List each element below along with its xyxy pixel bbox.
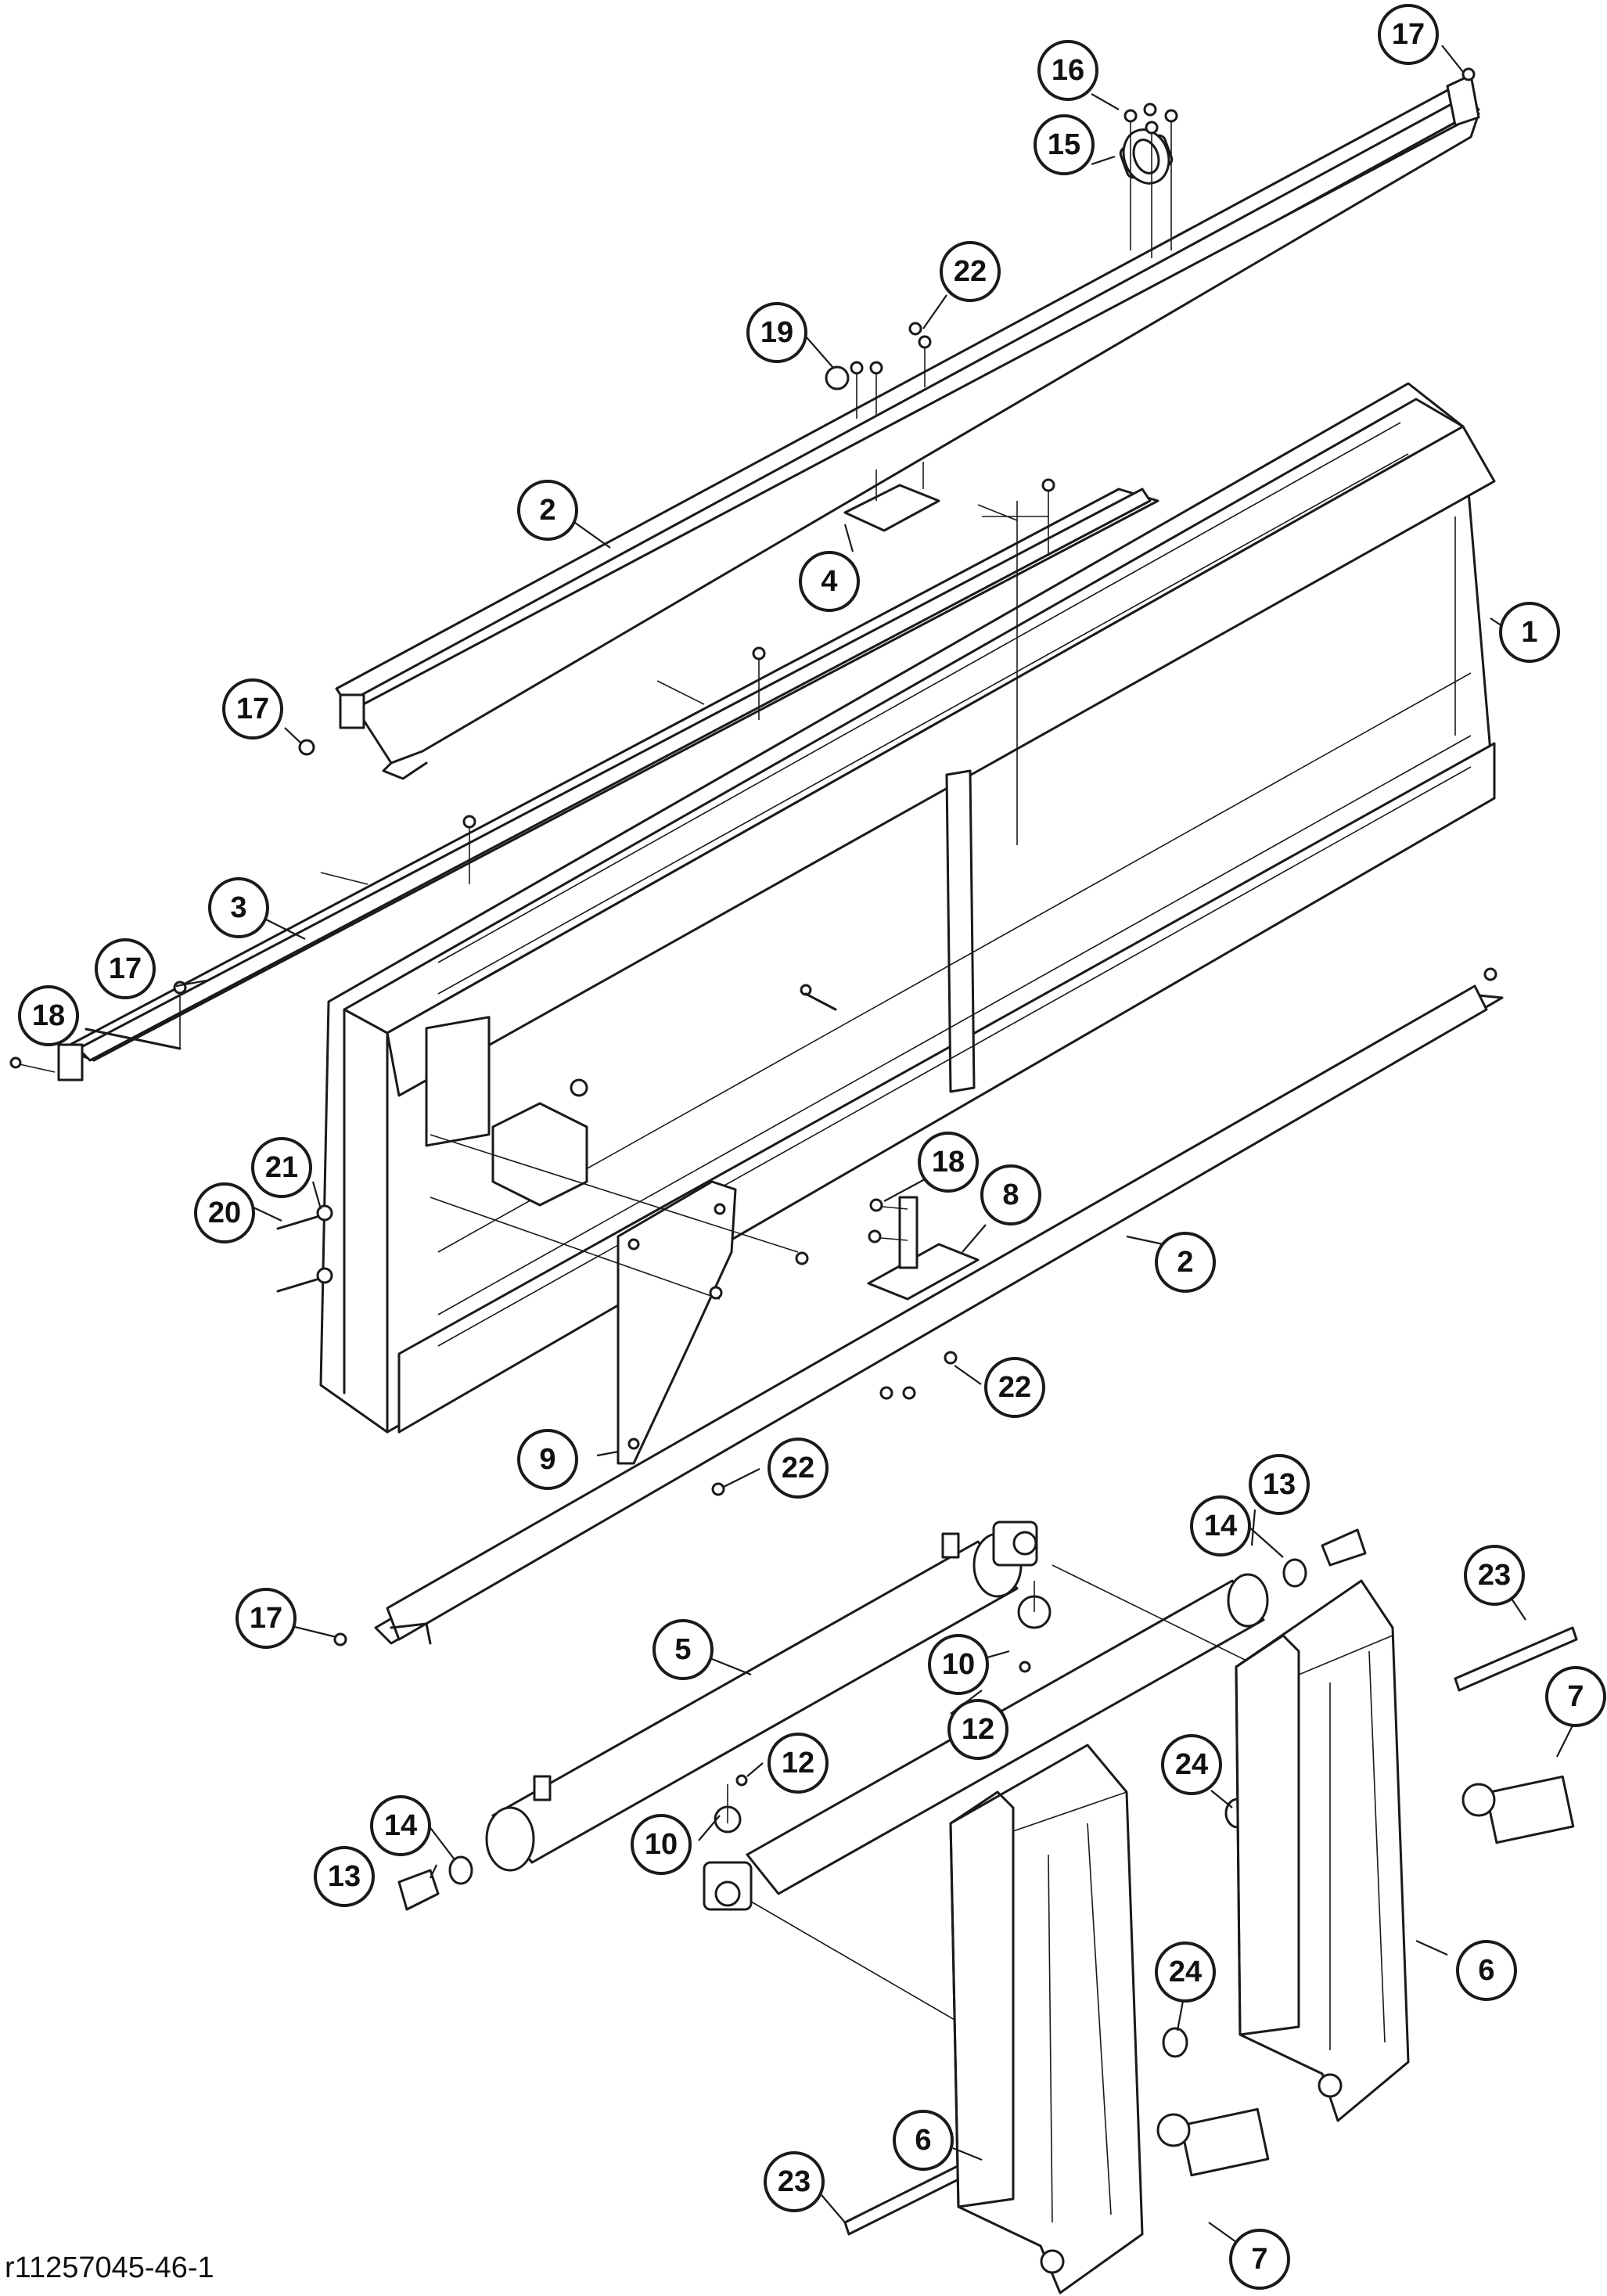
callout-2-bottom: 2 xyxy=(1155,1232,1216,1293)
callout-label: 17 xyxy=(109,952,142,985)
callout-24-upper: 24 xyxy=(1161,1734,1222,1795)
callout-label: 22 xyxy=(954,255,987,288)
callout-14-upper: 14 xyxy=(1190,1495,1251,1556)
callout-label: 13 xyxy=(1263,1468,1296,1501)
callout-label: 21 xyxy=(265,1151,298,1184)
callout-label: 10 xyxy=(942,1648,975,1681)
callout-label: 17 xyxy=(250,1602,282,1635)
callout-label: 19 xyxy=(760,316,793,349)
callout-label: 3 xyxy=(230,891,246,924)
callout-7-right: 7 xyxy=(1545,1666,1606,1727)
callout-21: 21 xyxy=(251,1137,312,1198)
callout-label: 10 xyxy=(645,1828,678,1861)
callout-9: 9 xyxy=(517,1429,578,1490)
callout-22-bottom: 22 xyxy=(768,1438,829,1499)
fork-carrier-left-part xyxy=(949,1744,1270,2294)
callout-label: 24 xyxy=(1169,1956,1202,1988)
callout-label: 6 xyxy=(1478,1954,1494,1987)
callout-label: 9 xyxy=(539,1443,555,1476)
callout-17-mid-left: 17 xyxy=(95,938,156,999)
callout-label: 23 xyxy=(1478,1559,1511,1592)
callout-label: 22 xyxy=(998,1371,1031,1404)
callout-label: 5 xyxy=(674,1633,691,1666)
callout-label: 1 xyxy=(1521,616,1537,649)
callout-17-top: 17 xyxy=(1378,4,1439,65)
callout-label: 7 xyxy=(1251,2243,1267,2276)
callout-7-left: 7 xyxy=(1229,2229,1290,2290)
callout-label: 24 xyxy=(1175,1748,1208,1781)
side-rail-3-part xyxy=(9,478,1159,1081)
callout-6-left: 6 xyxy=(893,2110,954,2171)
callout-6-right: 6 xyxy=(1456,1940,1517,2001)
callout-12-upper: 12 xyxy=(947,1699,1008,1760)
callout-12-lower: 12 xyxy=(768,1733,829,1794)
callout-label: 6 xyxy=(915,2124,931,2157)
bracket-8-part xyxy=(867,1196,980,1301)
callout-16: 16 xyxy=(1037,40,1098,101)
leader-lines xyxy=(175,45,1573,2243)
callout-24-lower: 24 xyxy=(1155,1942,1216,2003)
callout-label: 23 xyxy=(778,2165,811,2198)
callout-label: 18 xyxy=(932,1146,965,1179)
bottom-rail-part xyxy=(333,967,1504,1646)
callout-label: 14 xyxy=(384,1809,417,1842)
callout-label: 12 xyxy=(782,1747,814,1780)
plate-9-part xyxy=(430,1134,809,1465)
callout-label: 7 xyxy=(1567,1680,1584,1713)
callout-13-lower: 13 xyxy=(314,1846,375,1907)
top-rail-part xyxy=(335,74,1480,780)
callout-15: 15 xyxy=(1034,114,1095,175)
callout-18-mid: 18 xyxy=(918,1132,979,1193)
callout-23-lower: 23 xyxy=(764,2151,825,2212)
callout-label: 17 xyxy=(236,693,269,725)
callout-8: 8 xyxy=(980,1164,1041,1225)
callout-3: 3 xyxy=(208,877,269,938)
bracket-4-part xyxy=(843,462,940,532)
callout-1: 1 xyxy=(1499,602,1560,663)
callout-10-upper: 10 xyxy=(928,1634,989,1695)
callout-14-lower: 14 xyxy=(370,1795,431,1856)
callout-label: 20 xyxy=(208,1197,241,1229)
callout-22-mid: 22 xyxy=(984,1357,1045,1418)
callout-5: 5 xyxy=(653,1619,714,1680)
document-reference: r11257045-46-1 xyxy=(5,2251,214,2284)
callout-4: 4 xyxy=(799,551,860,612)
callout-label: 2 xyxy=(539,494,555,527)
callout-label: 8 xyxy=(1002,1179,1019,1211)
callout-13-upper: 13 xyxy=(1249,1454,1310,1515)
callout-10-lower: 10 xyxy=(631,1814,692,1875)
callout-label: 16 xyxy=(1052,54,1084,87)
callout-18-left: 18 xyxy=(18,985,79,1046)
callout-label: 12 xyxy=(962,1713,994,1746)
callout-17-upper-left: 17 xyxy=(222,678,283,740)
callout-label: 2 xyxy=(1177,1246,1193,1279)
callout-label: 18 xyxy=(32,999,65,1032)
main-frame-part xyxy=(319,382,1496,1434)
callout-label: 4 xyxy=(821,565,837,598)
callout-20: 20 xyxy=(194,1182,255,1243)
callout-label: 13 xyxy=(328,1860,361,1893)
callout-19: 19 xyxy=(746,302,807,363)
callout-23-upper: 23 xyxy=(1464,1545,1525,1606)
washers-bolts xyxy=(397,1528,1578,2236)
fork-carrier-right-part xyxy=(1235,1579,1575,2122)
callout-label: 22 xyxy=(782,1452,814,1484)
callout-label: 17 xyxy=(1392,18,1425,51)
frame-side-fasteners xyxy=(276,984,837,1293)
callout-label: 15 xyxy=(1048,128,1080,161)
callout-label: 14 xyxy=(1204,1510,1237,1542)
top-rail-fasteners xyxy=(298,67,1476,756)
callout-22-top: 22 xyxy=(940,241,1001,302)
callout-2-top: 2 xyxy=(517,480,578,541)
cylinder-5-part xyxy=(485,1520,1052,1872)
callout-17-bottom-left: 17 xyxy=(235,1588,297,1649)
